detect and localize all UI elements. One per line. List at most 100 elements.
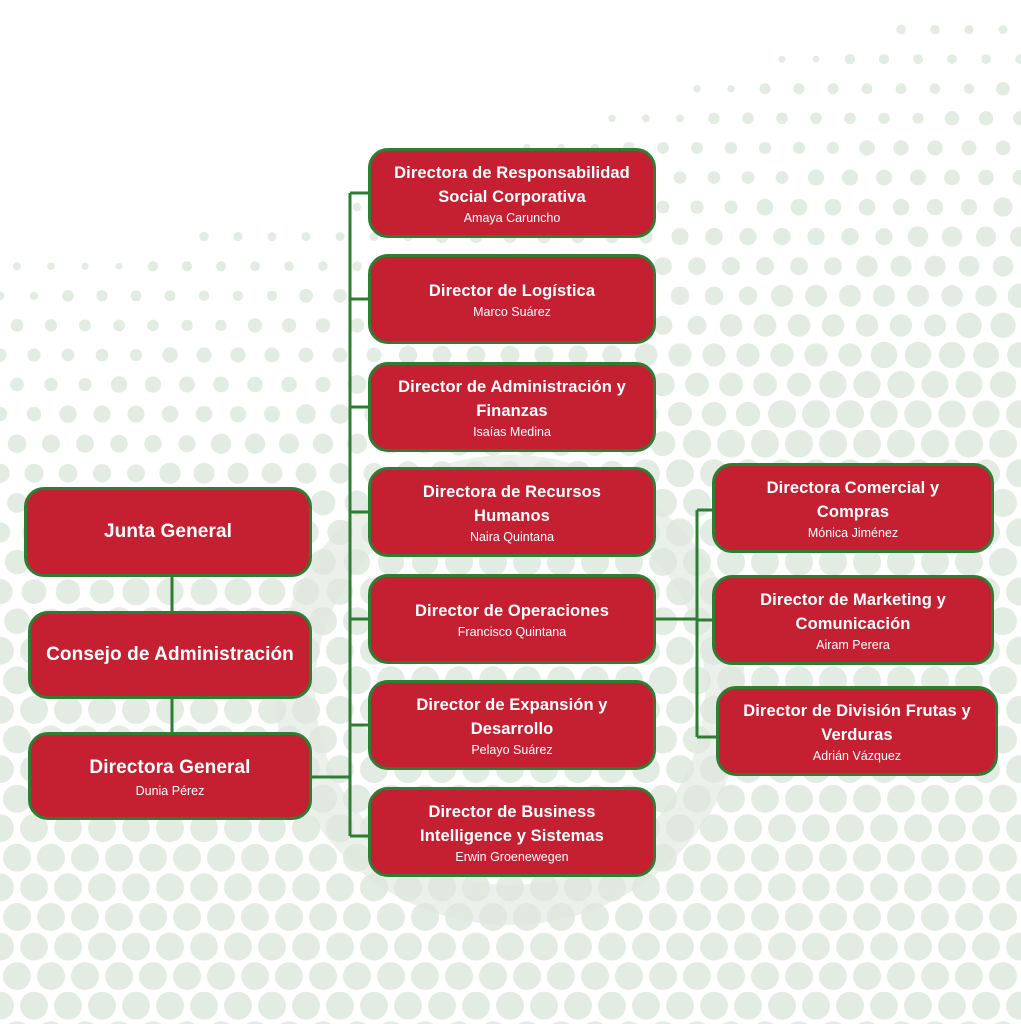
pattern-dot (79, 319, 91, 332)
pattern-dot (887, 903, 915, 931)
pattern-dot (318, 261, 328, 272)
pattern-dot (4, 608, 30, 634)
pattern-dot (295, 462, 317, 484)
pattern-dot (964, 25, 974, 35)
pattern-dot (955, 962, 983, 991)
pattern-dot (161, 405, 179, 423)
pattern-dot (190, 873, 218, 902)
pattern-dot (913, 54, 923, 65)
pattern-dot (947, 54, 957, 65)
pattern-dot (330, 404, 350, 424)
pattern-dot (989, 784, 1017, 813)
pattern-dot (690, 200, 704, 214)
pattern-dot (1010, 226, 1021, 247)
pattern-dot (887, 962, 915, 991)
pattern-dot (20, 991, 48, 1020)
pattern-dot (264, 347, 280, 363)
pattern-dot (309, 843, 337, 872)
pattern-dot (955, 548, 983, 576)
pattern-dot (122, 577, 150, 606)
pattern-dot (416, 1021, 434, 1024)
pattern-dot (298, 347, 314, 363)
pattern-dot (398, 345, 418, 365)
pattern-dot (333, 288, 347, 303)
pattern-dot (793, 83, 805, 95)
pattern-dot (518, 1021, 536, 1024)
pattern-dot (753, 314, 777, 337)
pattern-dot (853, 843, 881, 872)
pattern-dot (719, 314, 743, 337)
pattern-dot (250, 261, 260, 272)
pattern-dot (377, 903, 405, 931)
pattern-dot (649, 666, 677, 695)
pattern-dot (0, 873, 14, 902)
pattern-dot (212, 1021, 230, 1024)
pattern-dot (734, 873, 762, 902)
pattern-dot (37, 903, 65, 931)
pattern-dot (62, 290, 74, 302)
pattern-dot (807, 169, 825, 186)
pattern-dot (0, 579, 13, 605)
pattern-dot (841, 227, 859, 246)
pattern-dot (432, 345, 452, 365)
pattern-dot (568, 345, 588, 365)
pattern-dot (989, 548, 1017, 576)
pattern-dot (790, 1021, 808, 1024)
pattern-dot (530, 932, 558, 961)
pattern-dot (1012, 169, 1021, 186)
pattern-dot (923, 314, 947, 337)
pattern-dot (233, 232, 243, 242)
pattern-dot (58, 464, 78, 483)
pattern-dot (20, 932, 48, 961)
pattern-dot (666, 991, 694, 1020)
pattern-dot (989, 607, 1017, 636)
pattern-dot (144, 435, 162, 453)
pattern-dot (941, 226, 963, 247)
pattern-dot (1006, 518, 1021, 547)
pattern-dot (24, 463, 44, 483)
pattern-dot (315, 376, 331, 393)
pattern-dot (634, 343, 658, 367)
pattern-dot (787, 314, 811, 337)
pattern-dot (759, 83, 771, 95)
pattern-dot (29, 291, 39, 300)
pattern-dot (296, 404, 316, 424)
pattern-dot (190, 695, 218, 724)
pattern-dot (717, 843, 745, 872)
pattern-dot (343, 962, 371, 991)
pattern-dot (853, 784, 881, 813)
node-title: Director de División Frutas y Verduras (743, 701, 971, 744)
pattern-dot (586, 1021, 604, 1024)
pattern-dot (179, 376, 195, 393)
node-comercial-compras: Directora Comercial y Compras Mónica Jim… (712, 463, 994, 553)
pattern-dot (802, 400, 830, 429)
node-title: Director de Expansión y Desarrollo (416, 695, 608, 738)
pattern-dot (978, 169, 994, 186)
pattern-dot (975, 226, 997, 247)
pattern-dot (735, 401, 761, 427)
pattern-dot (54, 873, 82, 902)
pattern-dot (819, 429, 847, 458)
pattern-dot (768, 991, 796, 1020)
pattern-dot (926, 198, 944, 216)
pattern-dot (496, 932, 524, 961)
pattern-dot (921, 784, 949, 813)
pattern-dot (466, 345, 486, 365)
pattern-dot (3, 725, 31, 754)
pattern-dot (122, 932, 150, 961)
pattern-dot (972, 873, 1000, 902)
pattern-dot (598, 991, 626, 1020)
node-person: Amaya Caruncho (463, 210, 561, 225)
pattern-dot (910, 169, 926, 186)
node-rsc: Directora de Responsabilidad Social Corp… (368, 148, 656, 238)
pattern-dot (904, 400, 932, 428)
pattern-dot (890, 255, 912, 277)
pattern-dot (10, 319, 24, 332)
pattern-dot (693, 85, 701, 93)
pattern-dot (938, 814, 966, 843)
pattern-dot (564, 932, 592, 961)
pattern-dot (632, 991, 660, 1020)
pattern-dot (701, 401, 727, 427)
pattern-dot (819, 962, 847, 991)
pattern-dot (989, 488, 1017, 517)
